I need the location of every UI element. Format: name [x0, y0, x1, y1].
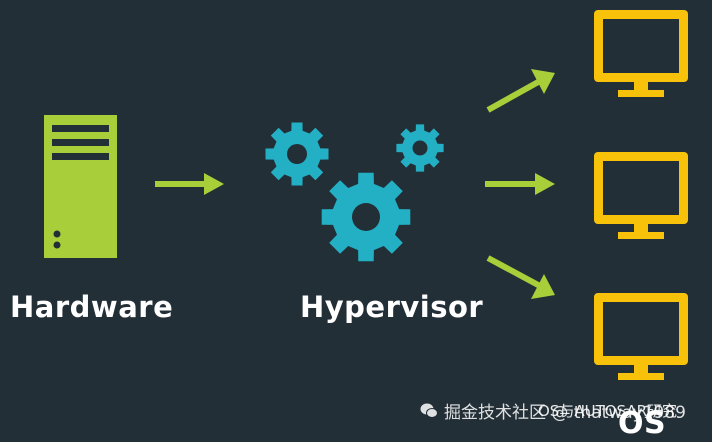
watermark-text: 掘金技术社区 @ thatway1989 — [444, 403, 686, 423]
monitor-icon — [594, 152, 688, 239]
gear-icon — [321, 172, 411, 262]
monitor-icon — [594, 293, 688, 380]
os-label: OS — [618, 406, 667, 441]
monitors-group — [594, 10, 688, 380]
arrow-right-icon — [155, 173, 224, 195]
arrow-right-icon — [486, 255, 555, 299]
server-icon — [44, 115, 117, 258]
monitor-icon — [594, 10, 688, 97]
wechat-icon — [420, 403, 438, 419]
gear-icon — [396, 124, 444, 172]
watermark-overlay-text: OS与AUTOSAR研究 — [538, 402, 678, 420]
arrow-right-icon — [486, 69, 555, 113]
watermark: 掘金技术社区 @ thatway1989 — [420, 398, 686, 423]
hardware-label: Hardware — [10, 290, 174, 324]
hypervisor-label: Hypervisor — [300, 290, 484, 324]
arrow-right-icon — [485, 173, 555, 195]
gear-icon — [265, 122, 329, 186]
gears-group — [265, 122, 444, 262]
